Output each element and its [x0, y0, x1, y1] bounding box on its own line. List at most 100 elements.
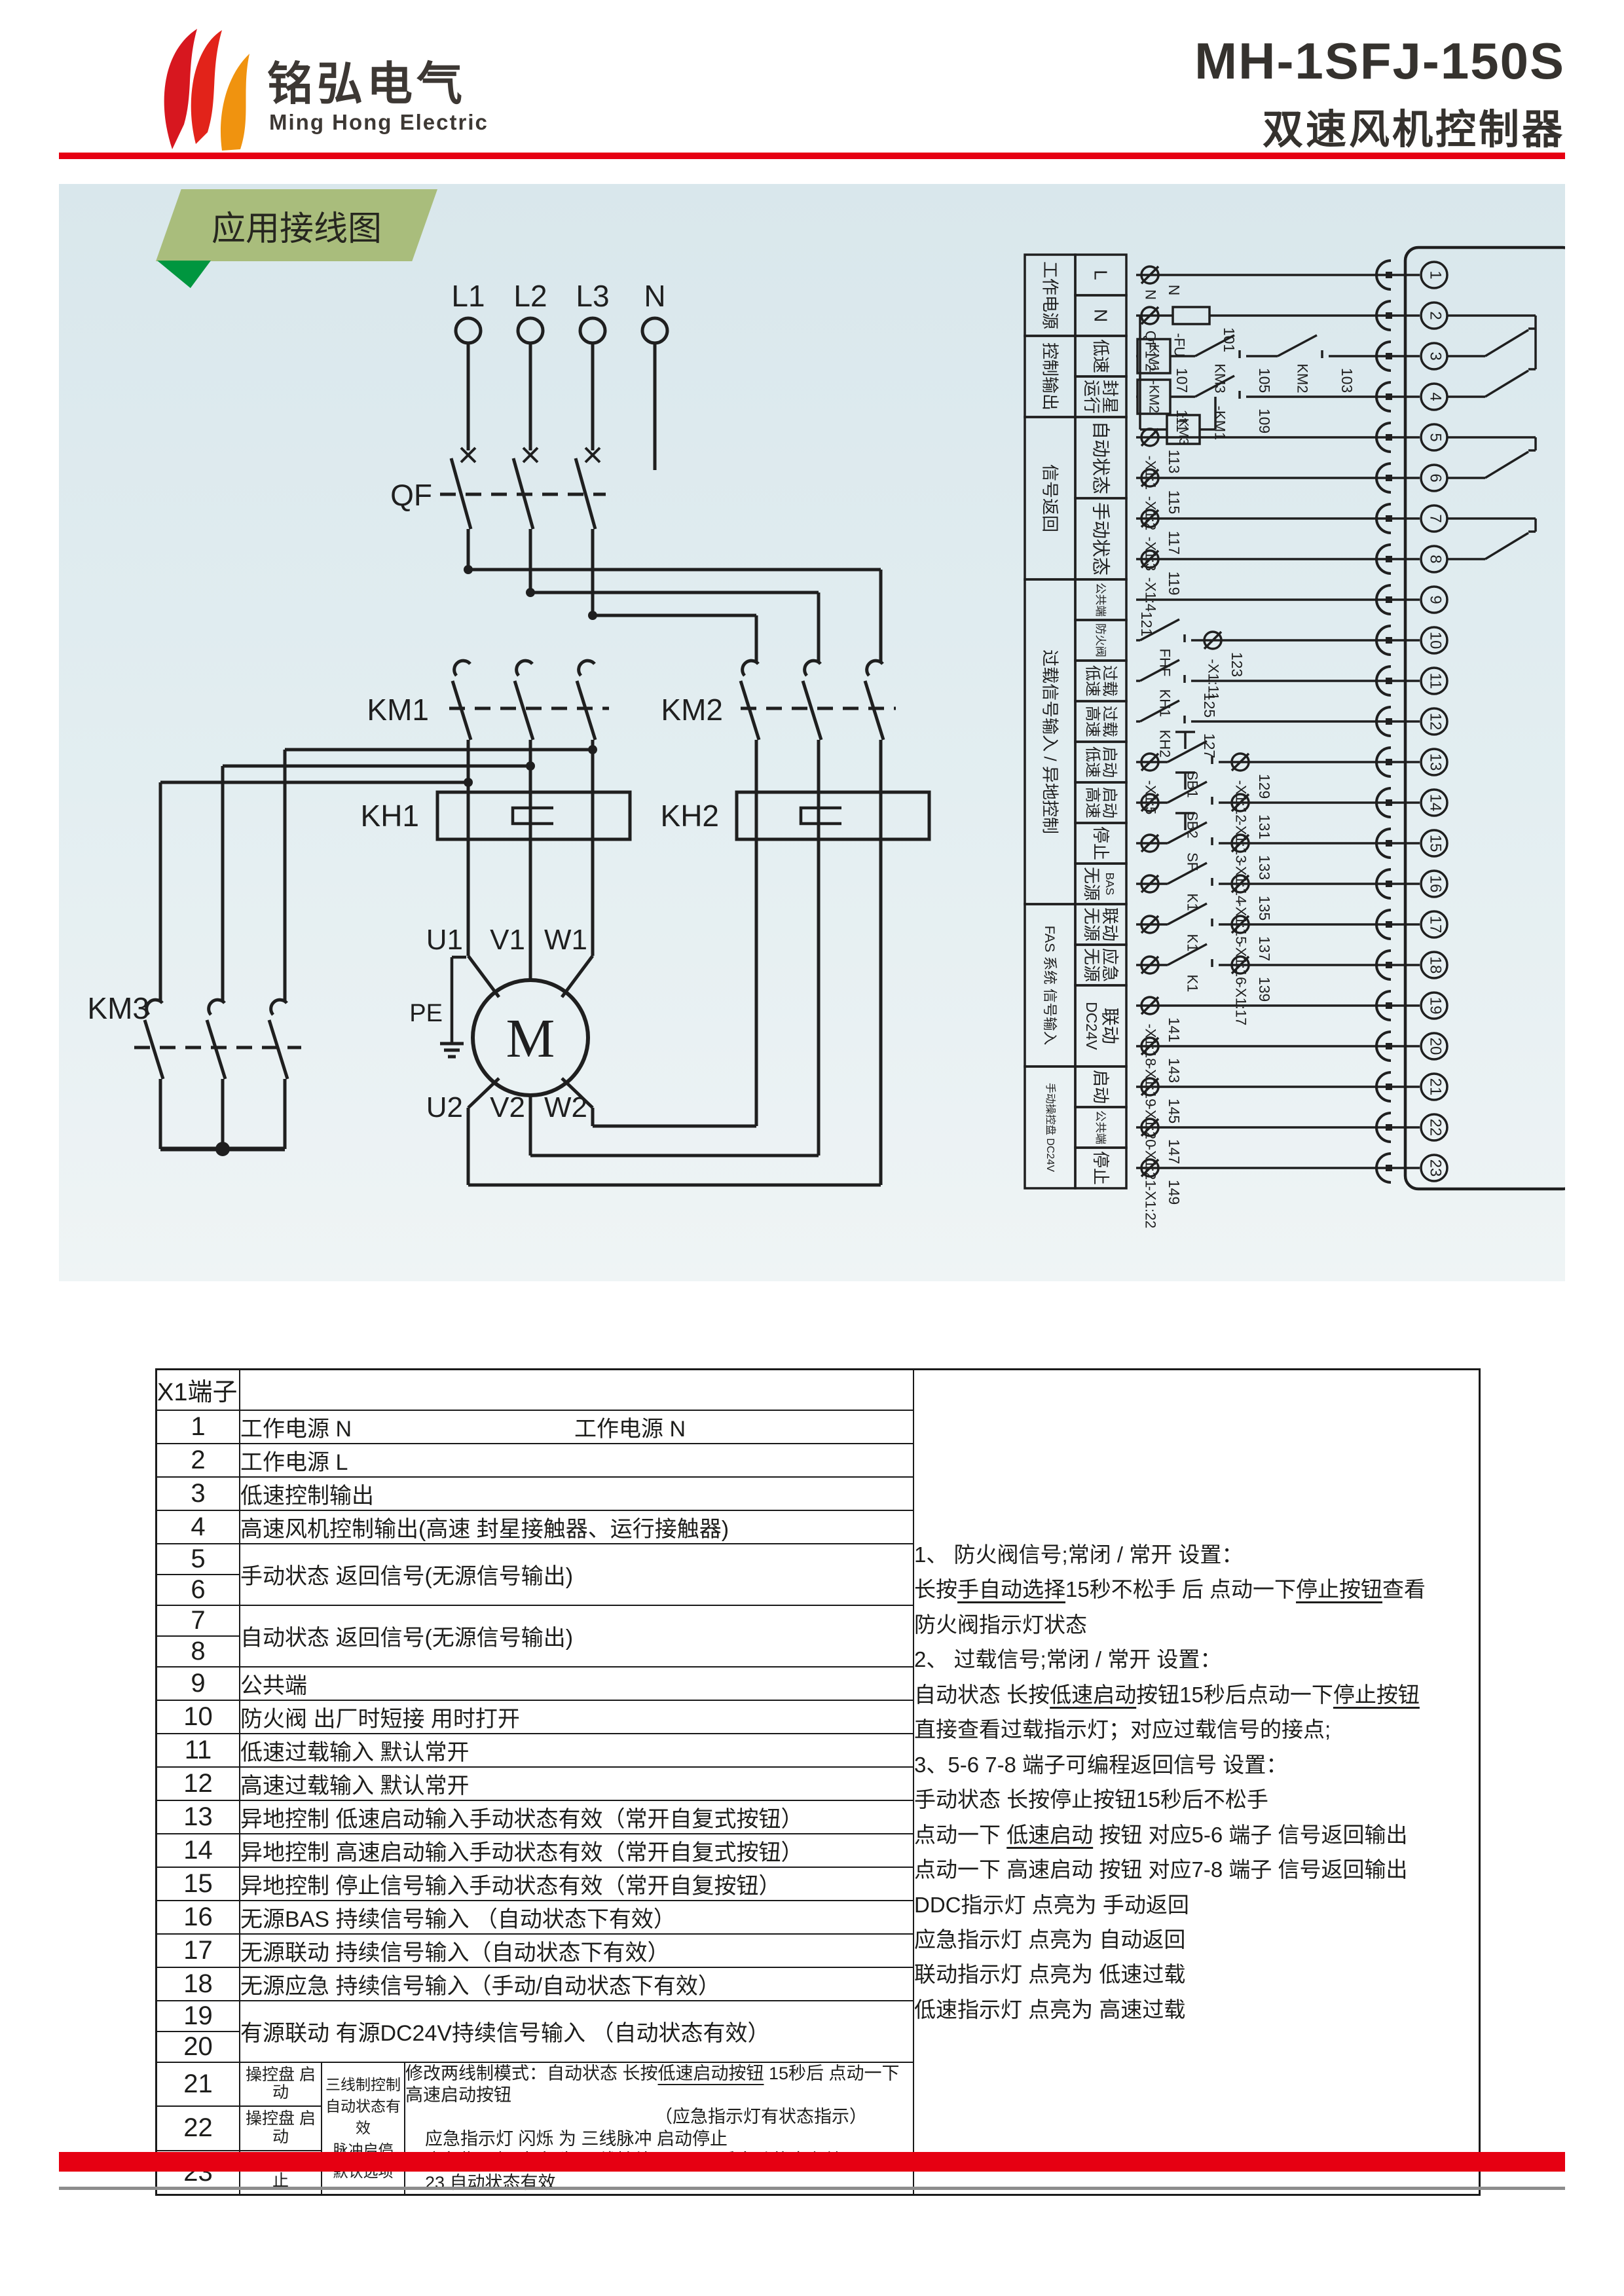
company-name-en: Ming Hong Electric: [269, 110, 489, 134]
terminal-number: 3: [155, 1476, 240, 1511]
terminal-description: 防火阀 出厂时短接 用时打开: [239, 1699, 914, 1734]
svg-text:N: N: [1091, 309, 1111, 322]
terminal-number: 9: [155, 1666, 240, 1701]
svg-text:KM2: KM2: [661, 693, 723, 727]
svg-text:W1: W1: [544, 924, 587, 956]
terminal-description: 公共端: [239, 1666, 914, 1701]
svg-text:高速: 高速: [1084, 706, 1101, 737]
svg-text:高速: 高速: [1084, 787, 1101, 818]
svg-text:QF1-2: QF1-2: [1143, 331, 1159, 371]
svg-text:111: 111: [1173, 410, 1190, 433]
svg-text:-KM1: -KM1: [1147, 340, 1162, 373]
terminal-description: 低速控制输出: [239, 1476, 914, 1511]
svg-text:129: 129: [1256, 774, 1273, 799]
note-line: 联动指示灯 点亮为 低速过载: [914, 1962, 1186, 1987]
svg-text:-X1:22: -X1:22: [1143, 1186, 1159, 1229]
svg-text:10: 10: [1427, 632, 1445, 649]
terminal-number: 6: [155, 1573, 240, 1606]
svg-text:信号返回: 信号返回: [1041, 464, 1060, 532]
terminal-description: 有源联动 有源DC24V持续信号输入 （自动状态有效）: [239, 1999, 914, 2063]
terminal-number: 8: [155, 1635, 240, 1667]
svg-text:运行: 运行: [1082, 380, 1101, 414]
svg-text:防火阀: 防火阀: [1094, 623, 1107, 657]
note-line: 防火阀指示灯状态: [914, 1612, 1087, 1637]
svg-text:133: 133: [1256, 855, 1273, 880]
note-line: 长按手自动选择15秒不松手 后 点动一下停止按钮查看: [914, 1577, 1426, 1602]
svg-text:公共端: 公共端: [1094, 1110, 1107, 1144]
svg-text:KM2: KM2: [1295, 363, 1311, 393]
mode-notes-cell: 修改两线制模式：自动状态 长按低速启动按钮 15秒后 点动一下高速启动按钮（应急…: [404, 2061, 914, 2196]
svg-text:W2: W2: [544, 1091, 587, 1123]
terminal-number: 13: [155, 1799, 240, 1834]
terminal-description: 异地控制 低速启动输入手动状态有效（常开自复式按钮）: [239, 1799, 914, 1834]
svg-text:联动: 联动: [1100, 907, 1120, 941]
svg-text:KH2: KH2: [1157, 730, 1173, 758]
terminal-description: 自动状态 返回信号(无源信号输出): [239, 1604, 914, 1667]
svg-text:KM3: KM3: [1212, 363, 1228, 393]
terminal-description: 异地控制 停止信号输入手动状态有效（常开自复按钮）: [239, 1866, 914, 1901]
svg-text:-FU: -FU: [1172, 333, 1188, 357]
svg-text:145: 145: [1166, 1099, 1183, 1123]
terminal-number: 18: [155, 1966, 240, 2001]
notes-panel: 1、 防火阀信号;常闭 / 常开 设置：长按手自动选择15秒不松手 后 点动一下…: [913, 1368, 1481, 2196]
terminal-description: 高速过载输入 默认常开: [239, 1766, 914, 1801]
svg-text:101: 101: [1221, 327, 1238, 352]
svg-text:自动状态: 自动状态: [1091, 421, 1111, 494]
note-line: DDC指示灯 点亮为 手动返回: [914, 1892, 1189, 1917]
product-name: 双速风机控制器: [1262, 107, 1565, 153]
svg-text:联动: 联动: [1100, 1008, 1120, 1044]
footer-line: [59, 2187, 1565, 2190]
svg-text:L2: L2: [513, 279, 547, 313]
svg-text:143: 143: [1166, 1058, 1183, 1083]
mode-options-cell: 三线制控制自动状态有效脉冲启停默认选项: [321, 2061, 405, 2196]
terminal-number: 4: [155, 1509, 240, 1544]
company-logo-flame-icon: [164, 29, 249, 151]
svg-text:KM3: KM3: [87, 991, 149, 1025]
svg-text:应急: 应急: [1100, 948, 1120, 982]
svg-text:14: 14: [1427, 794, 1445, 812]
svg-text:KH1: KH1: [361, 799, 419, 833]
svg-text:低速: 低速: [1084, 665, 1101, 697]
note-line: 自动状态 长按低速启动按钮15秒后点动一下停止按钮: [914, 1682, 1420, 1707]
svg-text:停止: 停止: [1091, 1151, 1111, 1185]
terminal-description: 工作电源 L: [239, 1442, 914, 1478]
svg-text:9: 9: [1427, 595, 1445, 604]
table-header-empty: [239, 1368, 914, 1411]
svg-text:123: 123: [1228, 652, 1246, 677]
svg-text:127: 127: [1201, 733, 1218, 758]
svg-text:-KM2: -KM2: [1147, 380, 1162, 413]
panel-action-label: 操控盘 启动: [239, 2061, 322, 2107]
table-row: 8: [155, 1635, 1480, 1667]
note-line: 直接查看过载指示灯；对应过载信号的接点;: [914, 1717, 1331, 1742]
svg-text:8: 8: [1427, 555, 1445, 563]
terminal-number: 10: [155, 1699, 240, 1734]
svg-text:过载: 过载: [1101, 706, 1118, 737]
svg-text:2: 2: [1427, 311, 1445, 319]
svg-text:121: 121: [1138, 611, 1155, 636]
svg-text:7: 7: [1427, 514, 1445, 522]
terminal-number: 14: [155, 1832, 240, 1868]
svg-text:11: 11: [1427, 673, 1445, 689]
svg-text:137: 137: [1256, 936, 1273, 961]
svg-text:149: 149: [1166, 1180, 1183, 1205]
note-line: 低速指示灯 点亮为 高速过载: [914, 1997, 1186, 2022]
note-line: 点动一下 低速启动 按钮 对应5-6 端子 信号返回输出: [914, 1822, 1408, 1847]
terminal-number: 15: [155, 1866, 240, 1901]
terminal-description: 高速风机控制输出(高速 封星接触器、运行接触器): [239, 1509, 914, 1544]
